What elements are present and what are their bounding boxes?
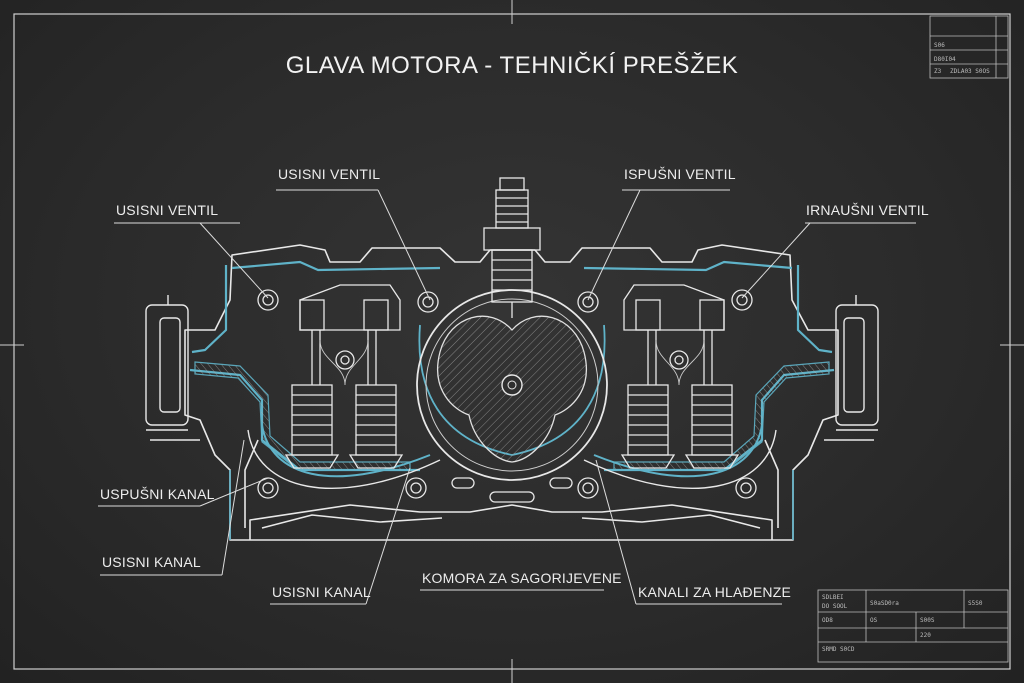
label-cooling-channels: KANALI ZA HLAĐENZE bbox=[638, 584, 791, 600]
tb-bottom-cell-1: SDLBEI bbox=[822, 594, 844, 601]
tb-bottom-cell-8: 220 bbox=[920, 632, 931, 639]
tb-bottom-cell-5: OD8 bbox=[822, 617, 833, 624]
spark-plug bbox=[483, 177, 541, 318]
cooling-hatch bbox=[194, 361, 830, 471]
valve-assemblies bbox=[284, 284, 740, 469]
label-intake-valve-left: USISNI VENTIL bbox=[116, 202, 219, 218]
port-arcs-white bbox=[247, 429, 777, 489]
tb-top-cell-1: S06 bbox=[934, 42, 945, 49]
tb-bottom-cell-3: S0aSD0ra bbox=[870, 600, 899, 607]
tb-bottom-cell-7: S00S bbox=[920, 617, 935, 624]
tb-top-cell-3: Z3 bbox=[934, 68, 942, 75]
title-block-top bbox=[929, 15, 1009, 79]
side-flanges bbox=[145, 295, 879, 441]
head-outline bbox=[184, 244, 839, 541]
label-intake-port-left: USISNI KANAL bbox=[102, 554, 201, 570]
combustion-chamber-shape bbox=[416, 289, 608, 481]
drawing-title: GLAVA MOTORA - TEHNIČKÍ PREŠŽEK bbox=[285, 52, 739, 79]
tb-bottom-cell-9: SRMD S0CD bbox=[822, 646, 855, 653]
tb-bottom-cell-2: DO SOOL bbox=[822, 603, 848, 610]
tb-bottom-cell-4: S5S0 bbox=[968, 600, 983, 607]
label-exhaust-valve-top: ISPUŠNI VENTIL bbox=[624, 166, 736, 182]
tb-top-cell-4: ZDLA03 S0OS bbox=[950, 68, 990, 75]
bolt-holes bbox=[257, 289, 757, 503]
tb-bottom-cell-6: OS bbox=[870, 617, 878, 624]
label-exhaust-valve-right: IRNAUŠNI VENTIL bbox=[806, 202, 929, 218]
tb-top-cell-2: D80I04 bbox=[934, 56, 956, 63]
leader-lines bbox=[98, 189, 916, 605]
label-intake-port-bottom: USISNI KANAL bbox=[272, 584, 371, 600]
title-block-bottom bbox=[817, 589, 1009, 663]
label-exhaust-port: USPUŠNI KANAL bbox=[100, 486, 215, 502]
label-combustion-chamber: KOMORA ZA SAGORIJEVENE bbox=[422, 570, 622, 586]
label-intake-valve-top: USISNI VENTIL bbox=[278, 166, 381, 182]
valve-inner-lines bbox=[319, 339, 705, 386]
